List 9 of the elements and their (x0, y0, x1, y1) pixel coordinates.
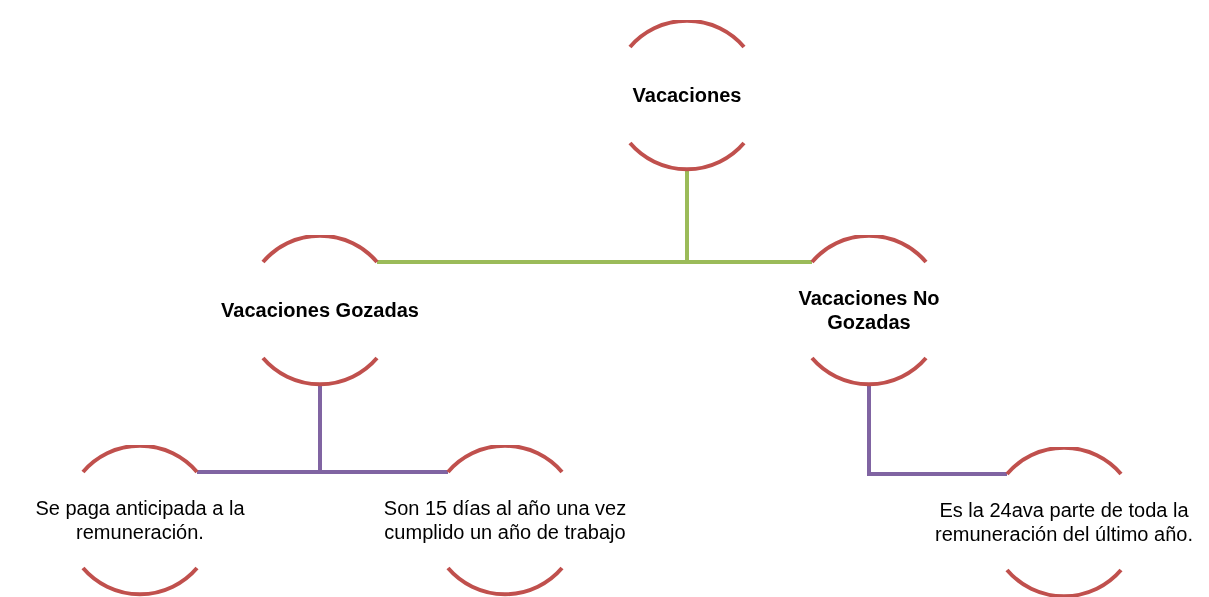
connector-line (867, 385, 1007, 476)
node-text: Vacaciones (632, 83, 742, 107)
connector-line (318, 385, 448, 474)
node-text: Se paga anticipada a la remuneración. (34, 496, 246, 544)
node-text: Son 15 días al año una vez cumplido un año de trabajo (382, 496, 628, 544)
connector-line (685, 170, 812, 264)
node-text: Es la 24ava parte de toda la remuneración del último año. (934, 498, 1194, 546)
node-text: Vacaciones No Gozadas (797, 286, 941, 334)
node-text: Vacaciones Gozadas (221, 298, 419, 322)
